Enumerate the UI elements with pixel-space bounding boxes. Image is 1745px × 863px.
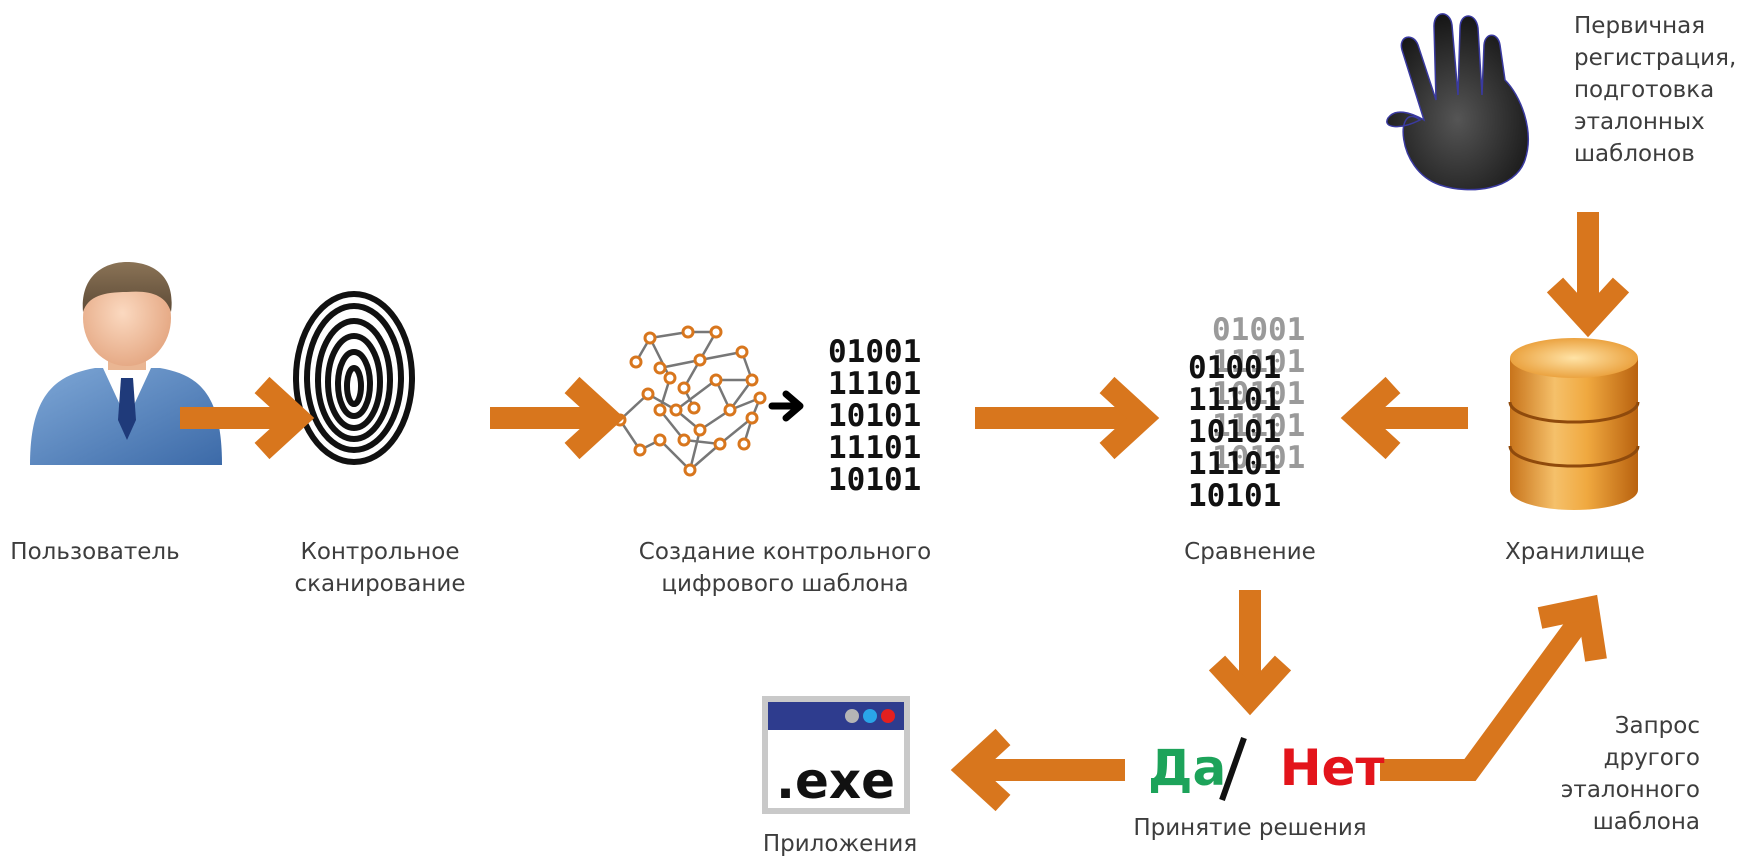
- flow-arrows: [180, 212, 1630, 812]
- decision-result: Да Нет: [1148, 738, 1384, 798]
- arrow-head-storage-to-compare: [1340, 376, 1401, 460]
- database-icon: [1508, 338, 1640, 510]
- arrow-head-decision-to-apps: [950, 728, 1011, 812]
- arrow-head-compare-to-decision: [1208, 655, 1292, 716]
- arrow-head-scan-to-template: [564, 376, 625, 460]
- window-dot-blue: [863, 709, 877, 723]
- label-apps: Приложения: [762, 831, 918, 857]
- decision-slash: [1219, 736, 1247, 802]
- label-template: Создание контрольного цифрового шаблона: [638, 539, 932, 597]
- arrow-decision-to-storage: [1380, 613, 1589, 781]
- label-storage: Хранилище: [1505, 539, 1645, 565]
- label-request: Запрос другого эталонного шаблона: [1560, 713, 1700, 835]
- user-avatar-icon: [30, 262, 222, 465]
- arrow-head-enroll-to-storage: [1546, 277, 1630, 338]
- window-dot-red: [881, 709, 895, 723]
- application-window-icon: [762, 696, 910, 814]
- label-scan: Контрольное сканирование: [294, 539, 466, 597]
- arrow-head-decision-to-storage: [1537, 594, 1607, 662]
- template-binary: 01001 11101 10101 11101 10101: [828, 334, 922, 498]
- label-decision: Принятие решения: [1133, 815, 1367, 841]
- decision-no: Нет: [1279, 739, 1385, 797]
- compare-binary-stored: 01001 11101 10101 11101 10101: [1212, 312, 1306, 476]
- handprint-icon: [1386, 13, 1529, 191]
- fingerprint-icon: [293, 291, 415, 465]
- label-user: Пользователь: [10, 539, 180, 565]
- arrow-head-user-to-scan: [254, 376, 315, 460]
- arrow-head-template-to-compare: [1099, 376, 1160, 460]
- fingerprint-minutiae-icon: [613, 325, 767, 477]
- small-black-arrow-icon: [768, 390, 804, 422]
- exe-label: .exe: [776, 752, 896, 810]
- compare-binary-live: 01001 11101 10101 11101 10101: [1188, 350, 1282, 514]
- window-dot-gray: [845, 709, 859, 723]
- label-compare: Сравнение: [1184, 539, 1316, 565]
- label-enroll: Первичная регистрация, подготовка эталон…: [1574, 13, 1737, 167]
- decision-yes: Да: [1148, 739, 1227, 797]
